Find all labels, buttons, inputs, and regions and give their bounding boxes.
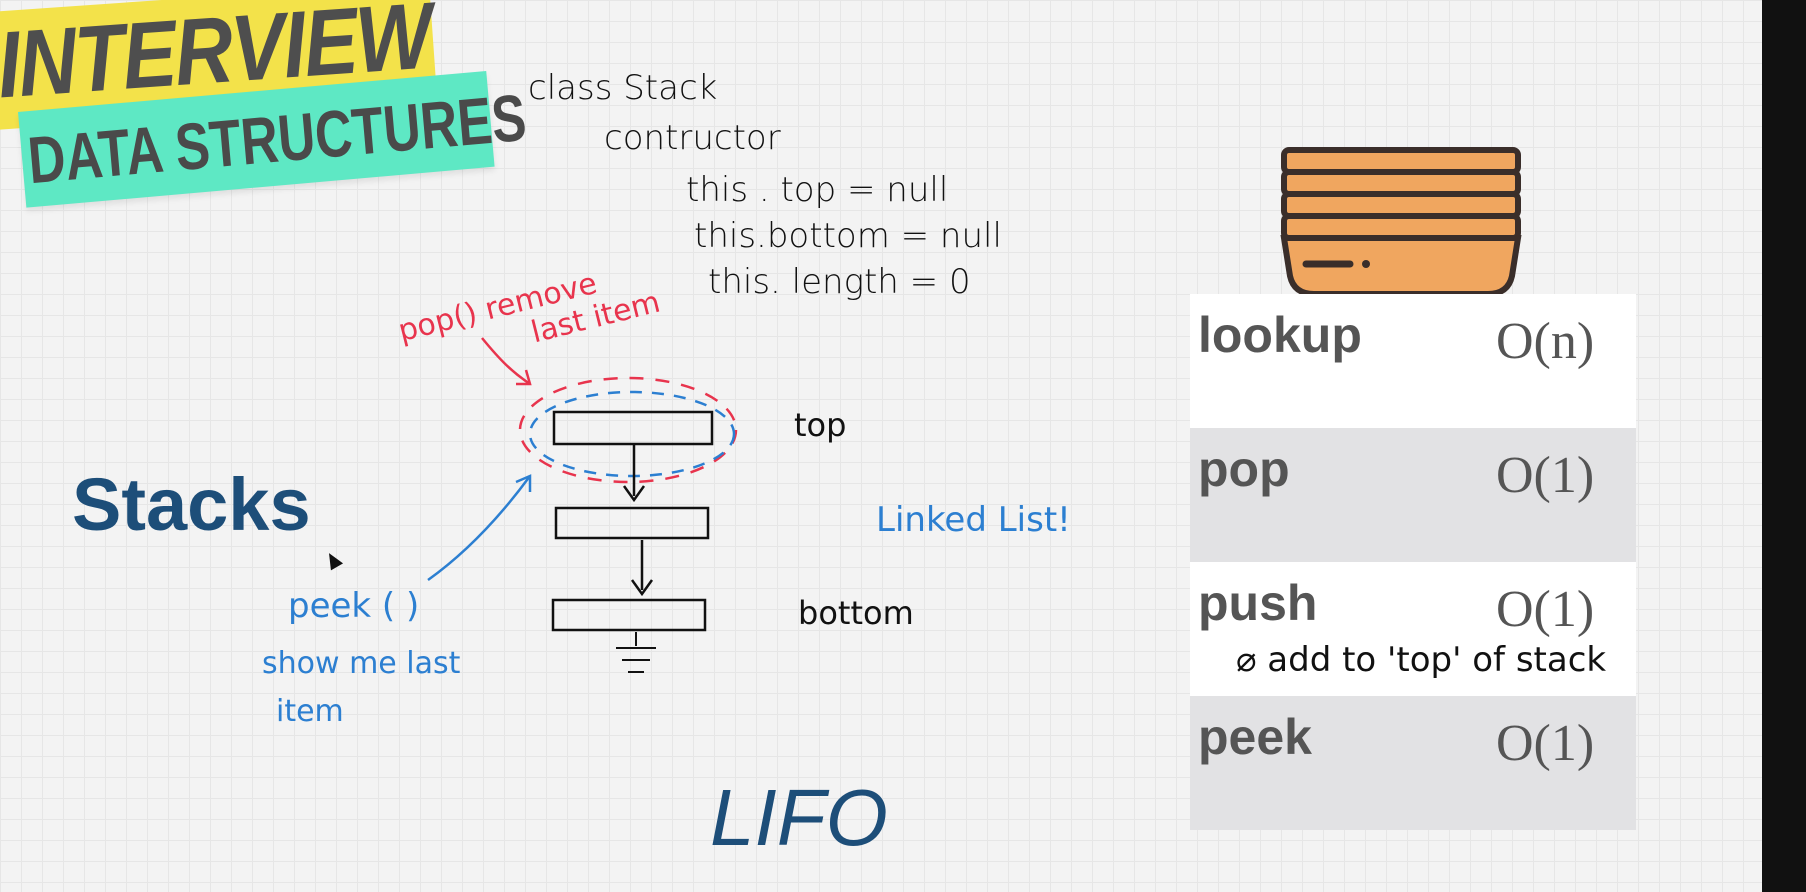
code-line-top: this . top = null	[686, 170, 949, 210]
window-edge	[1762, 0, 1806, 892]
operation-name: lookup	[1198, 307, 1362, 363]
operation-name: push	[1198, 575, 1318, 631]
pop-arrow	[481, 337, 531, 386]
operation-complexity: O(n)	[1496, 313, 1595, 370]
operation-complexity: O(1)	[1496, 581, 1595, 638]
lifo-label: LIFO	[710, 773, 888, 862]
stack-node-top	[552, 410, 714, 446]
plates-stack-icon	[1280, 147, 1522, 297]
peek-annotation: peek ( )	[288, 586, 420, 626]
pop-highlight-ellipse	[518, 376, 738, 484]
code-line-length: this. length = 0	[708, 262, 971, 302]
complexity-table: lookup O(n) pop O(1) push O(1) peek O(1)	[1190, 294, 1636, 830]
code-line-class: class Stack	[528, 68, 718, 108]
peek-highlight-ellipse	[528, 390, 736, 478]
linked-list-note: Linked List!	[876, 500, 1071, 540]
code-line-bottom: this.bottom = null	[694, 216, 1002, 256]
table-row: lookup O(n)	[1190, 294, 1636, 428]
label-bottom: bottom	[798, 594, 914, 632]
label-top: top	[794, 406, 847, 444]
code-line-constructor: contructor	[604, 118, 781, 158]
table-row: peek O(1)	[1190, 696, 1636, 830]
operation-complexity: O(1)	[1496, 715, 1595, 772]
stack-node-bottom	[551, 598, 707, 632]
peek-description: show me last	[262, 646, 461, 681]
peek-description-line2: item	[276, 694, 344, 729]
page-title: Stacks	[72, 463, 311, 546]
operation-name: peek	[1198, 709, 1312, 765]
stack-node-middle	[554, 506, 710, 540]
table-row: push O(1)	[1190, 562, 1636, 696]
table-row: pop O(1)	[1190, 428, 1636, 562]
operation-complexity: O(1)	[1496, 447, 1595, 504]
operation-name: pop	[1198, 441, 1290, 497]
peek-arrow	[427, 475, 532, 582]
push-annotation: ⌀ add to 'top' of stack	[1236, 640, 1607, 680]
